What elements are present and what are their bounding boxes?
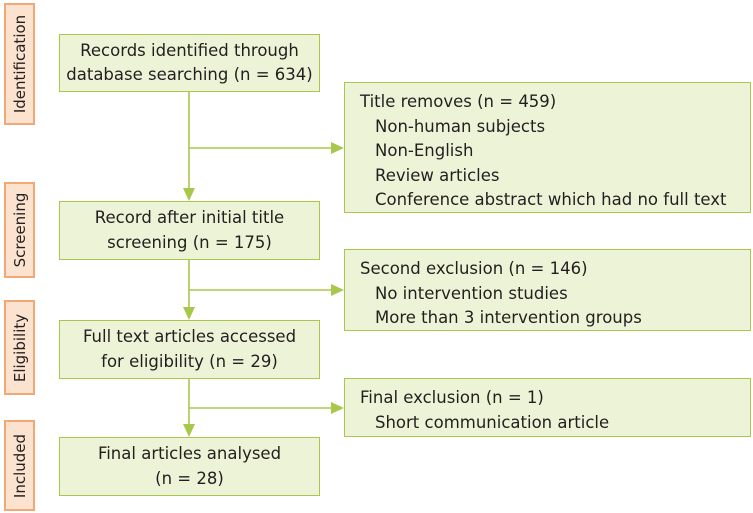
arrowhead-right-1 — [331, 142, 344, 154]
phase-identification-label: Identification — [10, 14, 29, 114]
box-line: Records identified through — [80, 40, 299, 60]
exclusion-item: Conference abstract which had no full te… — [375, 190, 727, 209]
box-records-screened: Record after initial title screening (n … — [59, 201, 320, 260]
exclusion-heading: Final exclusion (n = 1) — [360, 388, 544, 407]
arrowhead-down-3 — [183, 424, 195, 437]
box-line: Final articles analysed — [97, 444, 282, 463]
box-second-exclusion: Second exclusion (n = 146) No interventi… — [344, 249, 751, 331]
phase-screening-label: Screening — [10, 192, 29, 268]
arrowhead-down-2 — [183, 307, 195, 320]
phase-screening: Screening — [4, 182, 35, 278]
arrowhead-right-3 — [331, 402, 344, 414]
exclusion-item: Non-English — [375, 141, 474, 160]
exclusion-item: More than 3 intervention groups — [375, 308, 642, 327]
box-line: for eligibility (n = 29) — [101, 351, 278, 371]
arrowhead-down-1 — [183, 188, 195, 201]
box-final-included: Final articles analysed (n = 28) — [59, 437, 320, 496]
exclusion-item: Review articles — [375, 165, 500, 185]
box-full-text-assessed: Full text articles accessed for eligibil… — [59, 320, 320, 379]
box-title-removes: Title removes (n = 459) Non-human subjec… — [344, 82, 751, 213]
phase-eligibility-label: Eligibility — [10, 313, 29, 382]
phase-included-label: Included — [10, 433, 29, 498]
box-line: screening (n = 175) — [107, 232, 272, 252]
box-line: Full text articles accessed — [82, 327, 297, 346]
box-line: (n = 28) — [155, 468, 224, 488]
phase-identification: Identification — [4, 3, 35, 125]
exclusion-heading: Second exclusion (n = 146) — [360, 259, 588, 278]
exclusion-item: Short communication article — [375, 412, 610, 432]
box-line: database searching (n = 634) — [66, 65, 313, 84]
box-line: Record after initial title — [94, 208, 285, 227]
exclusion-item: No intervention studies — [375, 283, 568, 303]
arrowhead-right-2 — [331, 284, 344, 296]
exclusion-heading: Title removes (n = 459) — [360, 92, 557, 111]
exclusion-item: Non-human subjects — [375, 116, 546, 136]
phase-eligibility: Eligibility — [4, 300, 35, 395]
box-final-exclusion: Final exclusion (n = 1) Short communicat… — [344, 378, 751, 437]
phase-included: Included — [4, 420, 35, 511]
box-records-identified: Records identified through database sear… — [59, 34, 320, 92]
